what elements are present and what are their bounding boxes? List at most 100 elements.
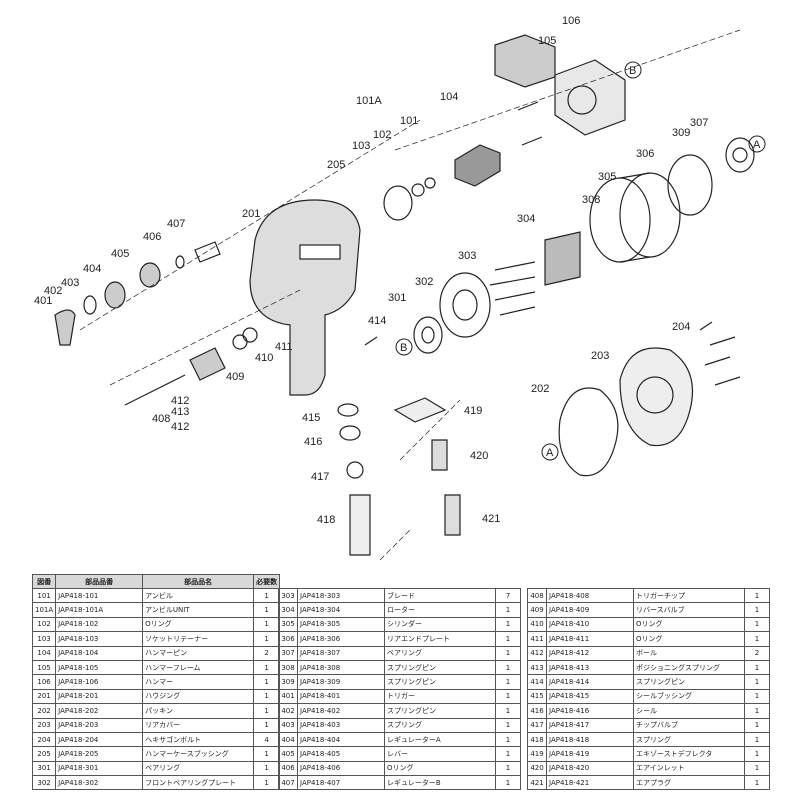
callout: 104 [440,91,458,103]
figure-no-cell: 102 [31,616,57,633]
quantity-cell: 1 [495,775,521,791]
callout: B [629,65,636,77]
quantity-cell: 1 [253,717,281,733]
callout: 416 [304,436,322,448]
part-105-hammer-frame [554,59,626,136]
figure-no-cell: 419 [527,746,547,762]
part-name-cell: ポジショニングスプリング [633,659,745,676]
part-number-cell: JAP418-420 [546,760,634,777]
part-417-tip-valve [346,461,364,479]
part-number-cell: JAP418-308 [297,659,385,676]
part-name-cell: シールブッシング [633,688,745,705]
quantity-cell: 1 [744,616,770,633]
callout: 415 [302,412,320,424]
part-205-bushing [383,185,413,221]
callout: 412 [171,395,189,407]
part-409-reverse-valve [189,347,226,381]
part-number-cell: JAP418-406 [297,760,385,777]
part-number-cell: JAP418-205 [55,746,144,762]
part-name-cell: レギュレーターA [384,731,496,748]
part-name-cell: スプリングピン [384,659,496,676]
callout: 420 [470,450,488,462]
figure-no-cell: 412 [527,645,547,661]
quantity-cell: 1 [495,616,521,633]
exploded-parts-diagram: 106 105 B 104 101A 101 102 103 307 309 A… [34,15,766,561]
callout: 305 [598,171,616,183]
quantity-cell: 1 [253,616,281,633]
callout: 421 [482,513,500,525]
part-number-cell: JAP418-101A [55,602,144,618]
part-name-cell: フロントベアリングプレート [142,775,255,791]
part-number-cell: JAP418-411 [546,631,634,647]
part-number-cell: JAP418-401 [297,688,385,705]
figure-no-cell: 409 [527,602,547,618]
part-name-cell: アンビル [142,587,255,604]
figure-no-cell: 401 [278,688,298,705]
part-number-cell: JAP418-106 [55,674,144,690]
quantity-cell: 1 [744,602,770,618]
quantity-cell: 1 [744,674,770,690]
figure-no-cell: 104 [31,645,57,661]
part-307-bearing [725,137,755,173]
quantity-cell: 1 [744,775,770,791]
part-name-cell: ベアリング [142,760,255,777]
figure-no-cell: 203 [31,717,57,733]
part-number-cell: JAP418-417 [546,717,634,733]
part-421-air-plug [444,494,461,536]
quantity-cell: 1 [744,760,770,777]
figure-no-cell: 406 [278,760,298,777]
part-number-cell: JAP418-304 [297,602,385,618]
figure-no-cell: 101A [31,602,57,618]
part-name-cell: トリガー [384,688,496,705]
part-name-cell: スプリングピン [384,703,496,719]
quantity-cell: 1 [253,631,281,647]
callout: 417 [311,471,329,483]
quantity-cell: 1 [744,587,770,604]
figure-no-cell: 402 [278,703,298,719]
callout: 306 [636,148,654,160]
quantity-cell: 1 [495,674,521,690]
part-name-cell: スプリングピン [384,674,496,690]
callout: 102 [373,129,391,141]
part-number-cell: JAP418-421 [546,775,634,791]
figure-no-cell: 410 [527,616,547,633]
quantity-cell: 1 [744,659,770,676]
callout: 410 [255,352,273,364]
figure-no-cell: 105 [31,659,57,676]
part-204-bolts [699,321,741,386]
quantity-cell: 1 [744,688,770,705]
part-name-cell: Oリング [633,616,745,633]
figure-no-cell: 306 [278,631,298,647]
callout: 202 [531,383,549,395]
part-405-lever [139,262,161,288]
part-419-deflector [393,397,447,423]
part-number-cell: JAP418-301 [55,760,144,777]
callout: 408 [152,413,170,425]
callout: 302 [415,276,433,288]
part-number-cell: JAP418-403 [297,717,385,733]
part-number-cell: JAP418-101 [55,587,144,604]
quantity-cell: 1 [253,688,281,705]
figure-no-cell: 413 [527,659,547,676]
part-number-cell: JAP418-203 [55,717,144,733]
callout: 404 [83,263,101,275]
part-302-front-plate [439,272,491,338]
part-403-spring [83,295,97,315]
figure-no-cell: 204 [31,731,57,748]
quantity-cell: 1 [253,659,281,676]
figure-no-cell: 403 [278,717,298,733]
part-number-cell: JAP418-309 [297,674,385,690]
